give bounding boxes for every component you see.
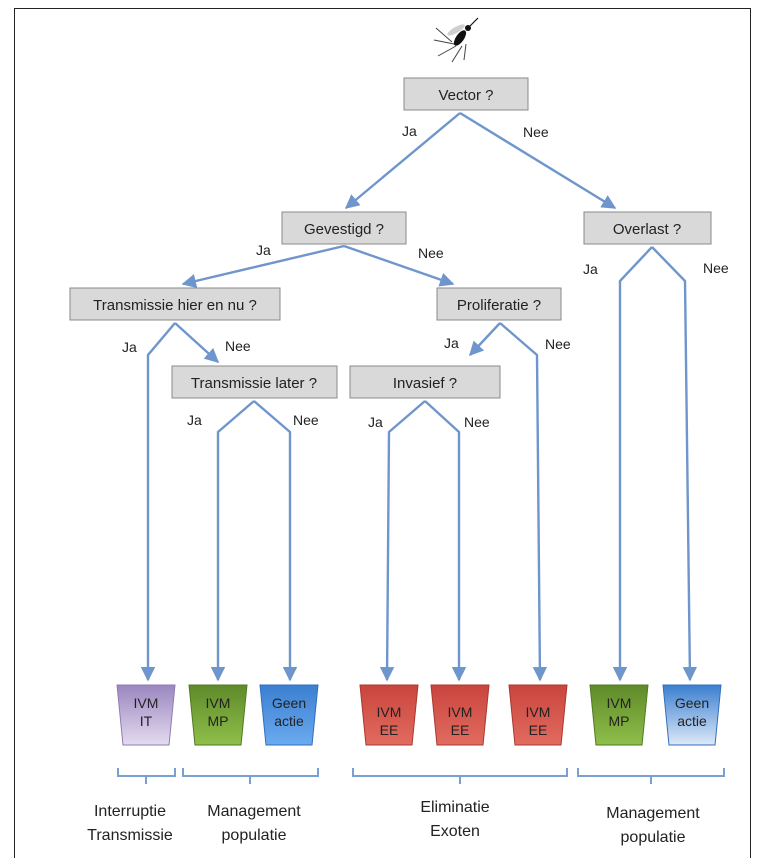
svg-text:EE: EE: [380, 722, 399, 738]
svg-text:Exoten: Exoten: [430, 823, 480, 840]
diagram-frame: [14, 8, 751, 858]
svg-text:actie: actie: [274, 713, 304, 729]
svg-text:Vector ?: Vector ?: [438, 87, 493, 104]
edge-label-invasief-no: Nee: [464, 414, 490, 430]
svg-text:Transmissie hier en nu ?: Transmissie hier en nu ?: [93, 297, 257, 314]
svg-text:Geen: Geen: [272, 695, 306, 711]
outcome-geen-actie-1: Geen actie: [259, 684, 319, 746]
mosquito-icon: [433, 17, 479, 63]
question-vector: Vector ?: [403, 77, 529, 111]
svg-text:IVM: IVM: [134, 695, 159, 711]
edge-label-overlast-yes: Ja: [583, 261, 598, 277]
svg-text:MP: MP: [208, 713, 229, 729]
svg-text:IVM: IVM: [607, 695, 632, 711]
svg-text:actie: actie: [677, 713, 707, 729]
svg-text:EE: EE: [529, 722, 548, 738]
edge-label-proliferatie-yes: Ja: [444, 335, 459, 351]
outcome-ivm-ee-3: IVM EE: [508, 684, 568, 746]
svg-text:Invasief ?: Invasief ?: [393, 375, 457, 392]
question-gevestigd: Gevestigd ?: [281, 211, 407, 245]
svg-text:IVM: IVM: [377, 704, 402, 720]
question-proliferatie: Proliferatie ?: [436, 287, 562, 321]
svg-text:Proliferatie ?: Proliferatie ?: [457, 297, 541, 314]
edge-label-transmissie-later-no: Nee: [293, 412, 319, 428]
bracket-management-2: [577, 768, 725, 784]
svg-text:Overlast ?: Overlast ?: [613, 221, 681, 238]
outcome-ivm-mp-2: IVM MP: [589, 684, 649, 746]
question-transmissie-later: Transmissie later ?: [171, 365, 338, 399]
svg-text:IVM: IVM: [526, 704, 551, 720]
edge-label-transmissie-hier-no: Nee: [225, 338, 251, 354]
bracket-eliminatie: [352, 768, 568, 784]
svg-text:populatie: populatie: [222, 827, 287, 844]
outcome-ivm-ee-2: IVM EE: [430, 684, 490, 746]
svg-text:EE: EE: [451, 722, 470, 738]
edge-label-transmissie-hier-yes: Ja: [122, 339, 137, 355]
svg-text:populatie: populatie: [621, 829, 686, 846]
group-label-interruptie-transmissie: Interruptie Transmissie: [87, 803, 173, 844]
svg-text:IVM: IVM: [206, 695, 231, 711]
edge-label-vector-no: Nee: [523, 124, 549, 140]
edge-label-invasief-yes: Ja: [368, 414, 383, 430]
svg-text:Transmissie: Transmissie: [87, 827, 173, 844]
edge-label-overlast-no: Nee: [703, 260, 729, 276]
svg-text:IT: IT: [140, 713, 153, 729]
connector-lines: [140, 111, 698, 682]
group-label-eliminatie-exoten: Eliminatie Exoten: [420, 799, 489, 840]
svg-text:Eliminatie: Eliminatie: [420, 799, 489, 816]
edge-label-gevestigd-yes: Ja: [256, 242, 271, 258]
question-transmissie-hier: Transmissie hier en nu ?: [69, 287, 281, 321]
edge-label-gevestigd-no: Nee: [418, 245, 444, 261]
bracket-interruptie: [117, 768, 176, 784]
svg-text:MP: MP: [609, 713, 630, 729]
svg-text:Transmissie later ?: Transmissie later ?: [191, 375, 317, 392]
svg-text:Interruptie: Interruptie: [94, 803, 166, 820]
question-overlast: Overlast ?: [583, 211, 712, 245]
question-invasief: Invasief ?: [349, 365, 501, 399]
svg-text:Management: Management: [207, 803, 301, 820]
svg-text:IVM: IVM: [448, 704, 473, 720]
outcome-ivm-ee-1: IVM EE: [359, 684, 419, 746]
edge-label-vector-yes: Ja: [402, 123, 417, 139]
edge-label-proliferatie-no: Nee: [545, 336, 571, 352]
group-label-management-populatie-2: Management populatie: [606, 805, 700, 846]
group-label-management-populatie-1: Management populatie: [207, 803, 301, 844]
outcome-geen-actie-2: Geen actie: [662, 684, 722, 746]
bracket-management-1: [182, 768, 319, 784]
svg-text:Geen: Geen: [675, 695, 709, 711]
svg-text:Management: Management: [606, 805, 700, 822]
outcome-ivm-mp-1: IVM MP: [188, 684, 248, 746]
svg-text:Gevestigd ?: Gevestigd ?: [304, 221, 384, 238]
edge-label-transmissie-later-yes: Ja: [187, 412, 202, 428]
outcome-ivm-it: IVM IT: [116, 684, 176, 746]
